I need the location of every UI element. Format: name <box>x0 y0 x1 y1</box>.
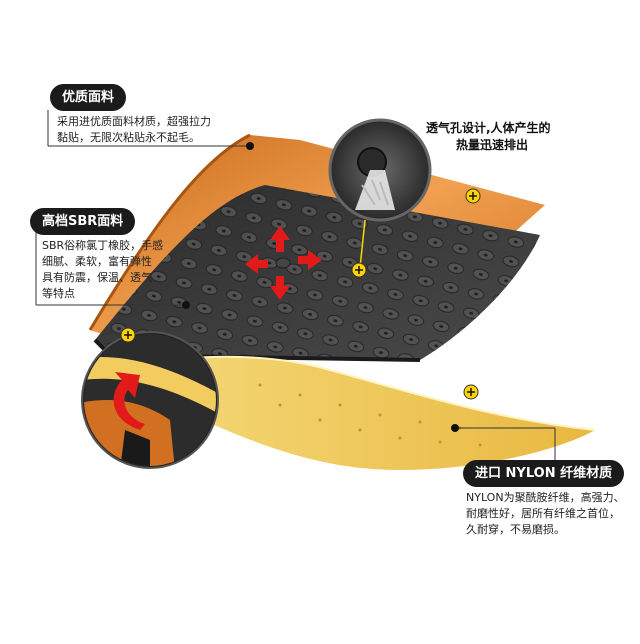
leader-dots <box>182 142 459 432</box>
curved-arrow-icon <box>113 372 145 430</box>
nylon-fabric-tag: 进口 NYLON 纤维材质 <box>463 460 625 487</box>
leader-lines <box>35 110 556 462</box>
sbr-fabric-desc: SBR俗称氯丁橡胶，手感 细腻、柔软，富有弹性 具有防震，保温、透气 等特点 <box>42 239 164 300</box>
heat-arrow-down-icon <box>270 276 290 300</box>
cross-section-zoom <box>81 331 219 469</box>
plus-marker-icon <box>120 188 481 400</box>
nylon-fabric-desc: NYLON为聚酰胺纤维，高强力、 耐磨性好，居所有纤维之首位， 久耐穿，不易磨损… <box>466 491 625 536</box>
face-fabric-tag: 优质面料 <box>50 84 127 111</box>
black-sbr-layer <box>93 185 540 362</box>
heat-arrow-left-icon <box>245 254 268 274</box>
heat-arrows <box>245 226 322 300</box>
face-fabric-desc: 采用进优质面料材质，超强拉力 黏贴，无限次粘贴永不起毛。 <box>57 115 211 144</box>
heat-arrow-up-icon <box>270 226 290 252</box>
vent-callout: 透气孔设计,人体产生的 热量迅速排出 <box>426 121 551 152</box>
heat-arrow-right-icon <box>298 250 322 270</box>
vent-zoom <box>328 118 432 269</box>
sbr-fabric-tag: 高档SBR面料 <box>30 208 136 235</box>
